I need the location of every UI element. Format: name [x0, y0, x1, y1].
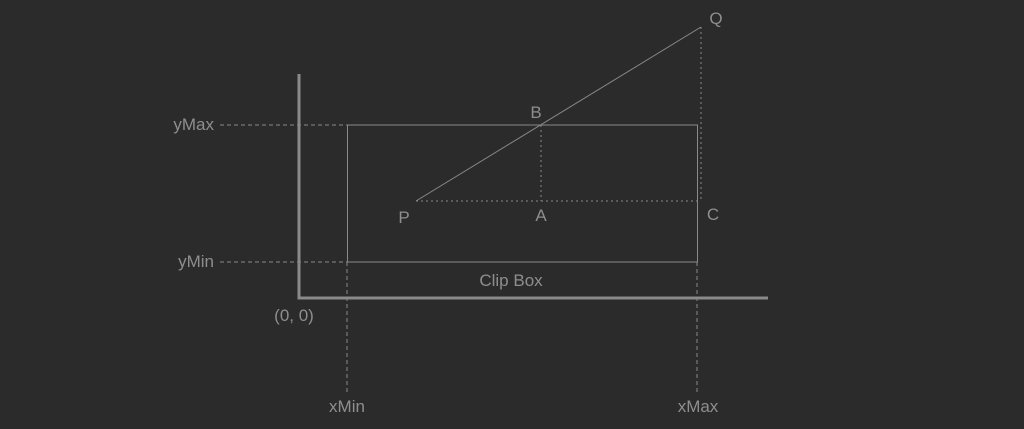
point-q-label: Q	[709, 9, 722, 28]
y-min-label: yMin	[178, 252, 214, 271]
clip-box-rect	[347, 124, 698, 263]
clip-box-label: Clip Box	[479, 271, 543, 290]
point-b-label: B	[530, 103, 541, 122]
point-p-label: P	[398, 208, 409, 227]
origin-label: (0, 0)	[274, 306, 314, 325]
y-max-label: yMax	[173, 115, 214, 134]
x-min-label: xMin	[329, 397, 365, 416]
segment-pq	[415, 26, 702, 202]
point-c-label: C	[707, 205, 719, 224]
point-a-label: A	[535, 206, 547, 225]
x-max-label: xMax	[678, 397, 719, 416]
